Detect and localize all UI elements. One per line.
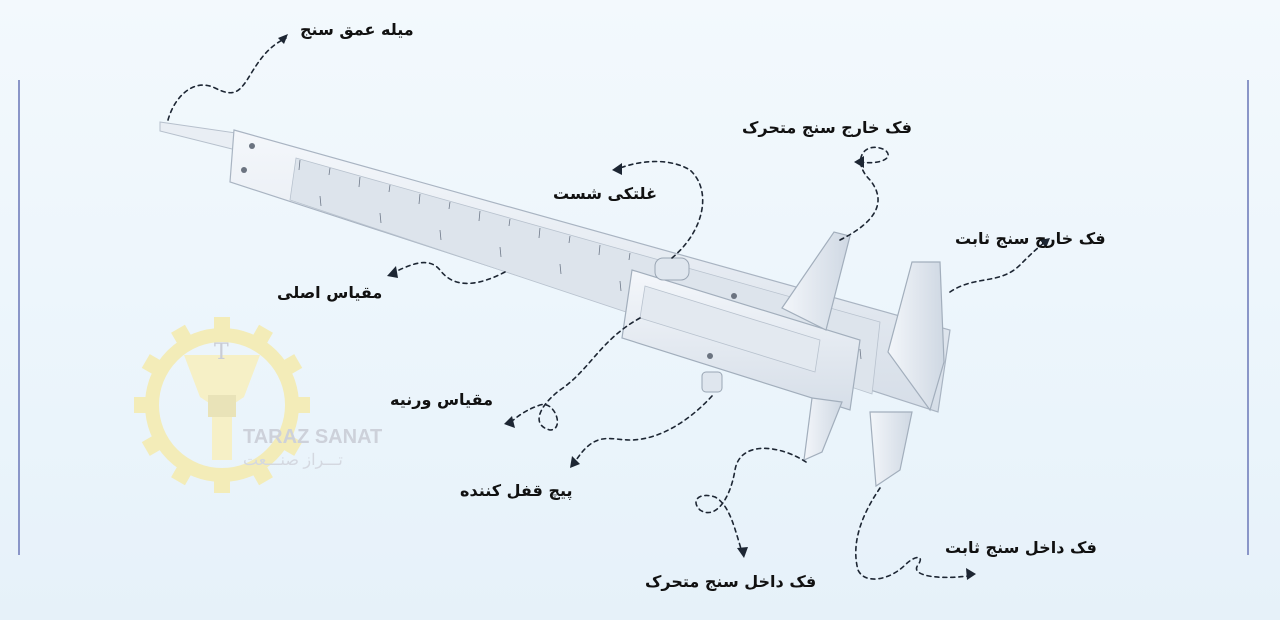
leader-moving-outer-jaw bbox=[839, 146, 889, 241]
label-lock-screw: پیچ قفل کننده bbox=[460, 481, 573, 500]
label-vernier-scale: مقیاس ورنیه bbox=[390, 390, 494, 409]
watermark-name-en: TARAZ SANAT bbox=[243, 426, 383, 448]
label-roller: غلتکی شست bbox=[553, 184, 658, 203]
arrowhead-icon bbox=[278, 34, 288, 44]
screw-icon bbox=[731, 293, 737, 299]
arrowhead-icon bbox=[612, 163, 622, 175]
leader-fixed-outer-jaw bbox=[949, 241, 1046, 293]
arrowhead-icon bbox=[387, 266, 398, 278]
fixed-inner-jaw bbox=[869, 411, 913, 488]
screw-icon bbox=[249, 143, 255, 149]
thumb-roller bbox=[654, 257, 690, 281]
leader-roller bbox=[619, 160, 704, 259]
moving-outer-jaw bbox=[781, 231, 851, 331]
arrowhead-icon bbox=[966, 568, 976, 580]
leader-lock-screw bbox=[574, 395, 713, 463]
arrowhead-icon bbox=[1040, 238, 1050, 248]
right-frame-line bbox=[1247, 80, 1249, 555]
label-fixed-outer-jaw: فک خارج سنج ثابت bbox=[955, 229, 1106, 248]
arrowhead-icon bbox=[570, 456, 580, 468]
screw-icon bbox=[707, 353, 713, 359]
depth-rod bbox=[159, 121, 237, 151]
label-fixed-inner-jaw: فک داخل سنج ثابت bbox=[945, 538, 1097, 557]
watermark-letter: T bbox=[214, 340, 229, 365]
moving-inner-jaw bbox=[803, 397, 843, 461]
label-depth-rod: میله عمق سنج bbox=[300, 20, 414, 39]
leader-vernier-scale bbox=[509, 317, 641, 431]
leader-depth-rod bbox=[167, 37, 287, 121]
label-moving-outer-jaw: فک خارج سنج متحرک bbox=[742, 118, 912, 137]
label-moving-inner-jaw: فک داخل سنج متحرک bbox=[645, 572, 817, 591]
label-main-scale: مقیاس اصلی bbox=[277, 283, 383, 302]
leader-main-scale bbox=[394, 261, 506, 285]
left-frame-line bbox=[18, 80, 20, 555]
gear-icon bbox=[134, 317, 310, 493]
leader-moving-inner-jaw bbox=[695, 447, 807, 553]
screw-icon bbox=[241, 167, 247, 173]
arrowhead-icon bbox=[854, 156, 864, 168]
arrowhead-icon bbox=[737, 547, 748, 558]
leader-fixed-inner-jaw bbox=[854, 487, 969, 580]
watermark-name-fa: تـــراز صنـــعت bbox=[243, 452, 343, 469]
vernier-scale-strip bbox=[639, 285, 821, 373]
arrowhead-icon bbox=[504, 416, 515, 428]
fixed-outer-jaw bbox=[887, 261, 945, 412]
lock-screw bbox=[701, 371, 723, 393]
